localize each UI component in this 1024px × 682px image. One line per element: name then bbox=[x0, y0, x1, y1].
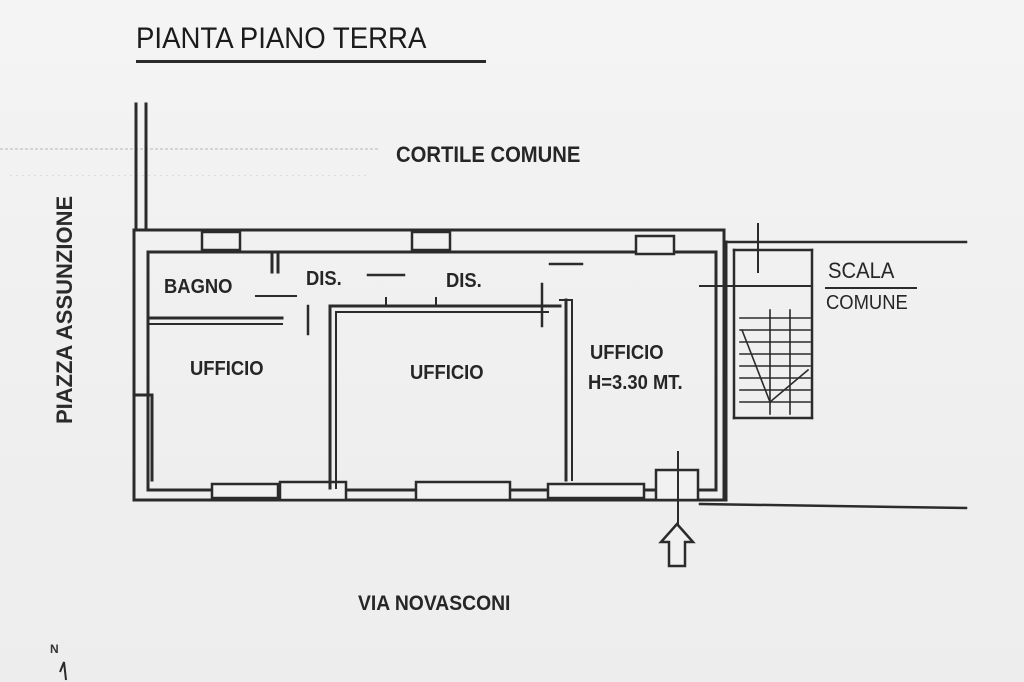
title-underline bbox=[136, 60, 486, 63]
square-label: PIAZZA ASSUNZIONE bbox=[52, 195, 77, 424]
entrance-arrow-icon bbox=[658, 522, 696, 568]
office-label-3: UFFICIO bbox=[590, 342, 664, 364]
scan-noise-line bbox=[0, 148, 380, 150]
stair-label-line2: COMUNE bbox=[826, 292, 908, 314]
office-label-2: UFFICIO bbox=[410, 362, 484, 384]
plan-title: PIANTA PIANO TERRA bbox=[136, 22, 427, 55]
north-arrow-icon bbox=[59, 661, 67, 681]
office-height-label: H=3.30 MT. bbox=[588, 372, 683, 394]
courtyard-label: CORTILE COMUNE bbox=[396, 142, 581, 167]
window bbox=[634, 234, 676, 256]
stair-label-line1: SCALA bbox=[828, 258, 895, 283]
window bbox=[410, 230, 452, 252]
scan-noise-line bbox=[10, 175, 370, 176]
window bbox=[210, 482, 280, 500]
office-label-1: UFFICIO bbox=[190, 358, 264, 380]
window bbox=[200, 230, 242, 252]
corridor-label-1: DIS. bbox=[306, 268, 342, 290]
bathroom-label: BAGNO bbox=[164, 276, 233, 298]
corridor-label-2: DIS. bbox=[446, 270, 482, 292]
window bbox=[414, 480, 512, 502]
north-label: N bbox=[50, 642, 59, 656]
window bbox=[546, 482, 646, 500]
street-label: VIA NOVASCONI bbox=[358, 592, 511, 615]
